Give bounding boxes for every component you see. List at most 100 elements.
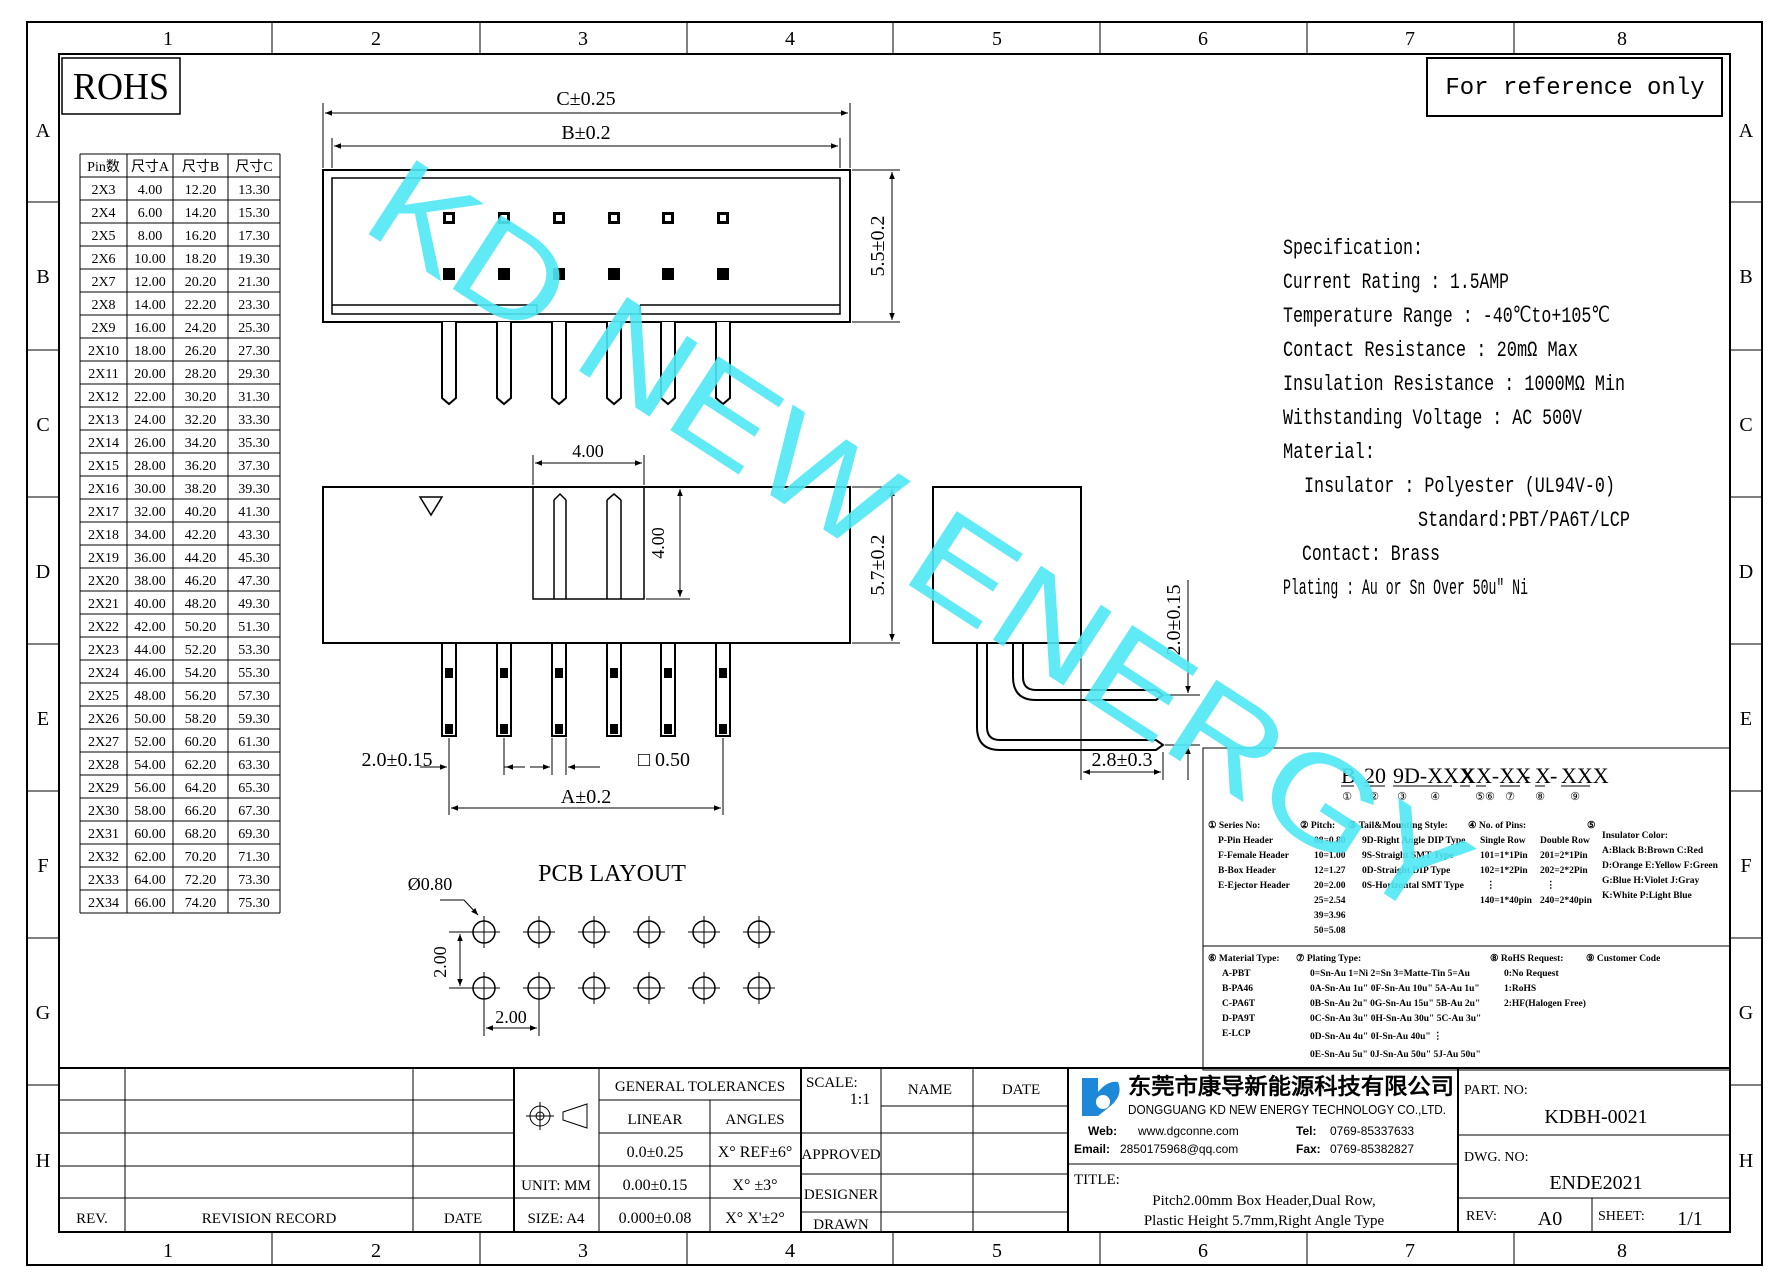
code-part: X-XX <box>1476 763 1531 788</box>
table-cell: 25.30 <box>238 321 270 336</box>
table-cell: 65.30 <box>238 781 270 796</box>
spec-line: Material: <box>1283 440 1375 465</box>
row-label-right: G <box>1739 1002 1753 1024</box>
table-cell: 57.30 <box>238 689 270 704</box>
pins-item: Double Row <box>1540 836 1590 846</box>
dim-2-0-v <box>1165 580 1200 780</box>
col-label-bottom: 7 <box>1405 1240 1415 1262</box>
rev-label: REV: <box>1466 1209 1497 1224</box>
table-cell: 20.20 <box>185 275 217 290</box>
col-label-top: 7 <box>1405 28 1415 50</box>
scale-value: 1:1 <box>850 1091 870 1108</box>
table-cell: 2X32 <box>88 850 119 865</box>
dim-pitch-label: 2.0±0.15 <box>362 749 433 771</box>
pitch-item: 50=5.08 <box>1314 926 1346 936</box>
pins-item: 202=2*2Pin <box>1540 866 1588 876</box>
table-cell: 22.00 <box>134 390 166 405</box>
pcb-hpitch-label: 2.00 <box>495 1007 527 1027</box>
table-cell: 63.30 <box>238 758 270 773</box>
dim-5-7-label: 5.7±0.2 <box>867 535 889 596</box>
dim-2-8 <box>1080 645 1164 780</box>
size-label: SIZE: A4 <box>527 1211 585 1227</box>
table-cell: 46.00 <box>134 666 166 681</box>
table-cell: 51.30 <box>238 620 270 635</box>
color-item: Insulator Color: <box>1602 831 1668 841</box>
spec-line: Plating : Au or Sn Over 50u" Ni <box>1283 576 1528 601</box>
table-cell: 2X18 <box>88 528 119 543</box>
code-num: ③ <box>1397 791 1407 803</box>
table-cell: 2X31 <box>88 827 119 842</box>
color-head: ⑤ <box>1587 820 1596 831</box>
table-cell: 2X33 <box>88 873 119 888</box>
table-cell: 20.00 <box>134 367 166 382</box>
table-cell: 73.30 <box>238 873 270 888</box>
row-label-left: C <box>36 414 49 436</box>
table-cell: 26.00 <box>134 436 166 451</box>
table-cell: 13.30 <box>238 183 270 198</box>
tol-angle: X° X'±2° <box>725 1210 785 1227</box>
rohs-box: ROHS <box>61 57 181 115</box>
company-name-cn: 东莞市康导新能源科技有限公司 <box>1128 1074 1454 1099</box>
code-num: ⑤⑥ <box>1475 791 1495 803</box>
front-view-pins <box>441 642 731 737</box>
col-label-bottom: 4 <box>785 1240 795 1262</box>
tol-linear: 0.000±0.08 <box>619 1210 692 1227</box>
table-cell: 2X6 <box>91 252 115 267</box>
table-cell: 12.00 <box>134 275 166 290</box>
table-cell: 22.20 <box>185 298 217 313</box>
pins-item: 201=2*1Pin <box>1540 851 1588 861</box>
pcb-hole <box>688 916 720 948</box>
company-logo <box>1082 1078 1120 1116</box>
col-label-bottom: 8 <box>1617 1240 1627 1262</box>
frame-labels: 1 2 3 4 5 6 7 8 1 2 3 4 5 6 7 8 A B C D … <box>36 28 1754 1262</box>
spec-line: Standard:PBT/PA6T/LCP <box>1418 508 1630 533</box>
dwg-no: ENDE2021 <box>1549 1172 1642 1194</box>
drawing-title-line-1: Pitch2.00mm Box Header,Dual Row, <box>1152 1193 1375 1209</box>
color-item: D:Orange E:Yellow F:Green <box>1602 861 1719 871</box>
table-cell: 54.00 <box>134 758 166 773</box>
table-cell: 2X10 <box>88 344 119 359</box>
table-cell: 61.30 <box>238 735 270 750</box>
row-label-right: D <box>1739 561 1753 583</box>
dim-5-5-label: 5.5±0.2 <box>867 216 889 277</box>
plating-item: 0=Sn-Au 1=Ni 2=Sn 3=Matte-Tin 5=Au <box>1310 969 1471 979</box>
pcb-hole <box>743 916 775 948</box>
customer-head: ⑨ Customer Code <box>1586 953 1660 964</box>
table-cell: 42.20 <box>185 528 217 543</box>
title-block <box>58 1067 1731 1233</box>
table-cell: 2X17 <box>88 505 119 520</box>
revision-record-header: REVISION RECORD <box>202 1211 337 1227</box>
table-cell: 8.00 <box>138 229 163 244</box>
table-cell: 2X30 <box>88 804 119 819</box>
table-cell: 27.30 <box>238 344 270 359</box>
pcb-hole <box>523 916 555 948</box>
spec-line: Current Rating : 1.5AMP <box>1283 270 1509 295</box>
table-cell: 18.00 <box>134 344 166 359</box>
row-label-left: B <box>36 266 49 288</box>
dim-c-label: C±0.25 <box>556 88 615 110</box>
pins-head: ④ No. of Pins: <box>1468 820 1526 831</box>
material-item: C-PA6T <box>1222 999 1256 1009</box>
code-num: ⑦ <box>1505 791 1515 803</box>
series-head: ① Series No: <box>1208 820 1260 831</box>
row-label-left: E <box>37 708 49 730</box>
table-cell: 56.00 <box>134 781 166 796</box>
top-view <box>322 169 851 323</box>
fax-value: 0769-85382827 <box>1330 1142 1414 1156</box>
angles-header: ANGLES <box>725 1112 784 1128</box>
tel-label: Tel: <box>1296 1124 1316 1138</box>
table-cell: 52.00 <box>134 735 166 750</box>
rev-value: A0 <box>1538 1208 1562 1230</box>
table-cell: 36.00 <box>134 551 166 566</box>
table-cell: 10.00 <box>134 252 166 267</box>
table-cell: 47.30 <box>238 574 270 589</box>
table-cell: 31.30 <box>238 390 270 405</box>
table-cell: 74.20 <box>185 896 217 911</box>
table-cell: 2X7 <box>91 275 115 290</box>
code-part: XXX <box>1561 763 1609 788</box>
series-item: F-Female Header <box>1218 851 1290 861</box>
table-cell: 2X13 <box>88 413 119 428</box>
code-part: X <box>1535 763 1551 788</box>
front-view <box>322 486 851 644</box>
scale-label: SCALE: <box>806 1075 858 1091</box>
